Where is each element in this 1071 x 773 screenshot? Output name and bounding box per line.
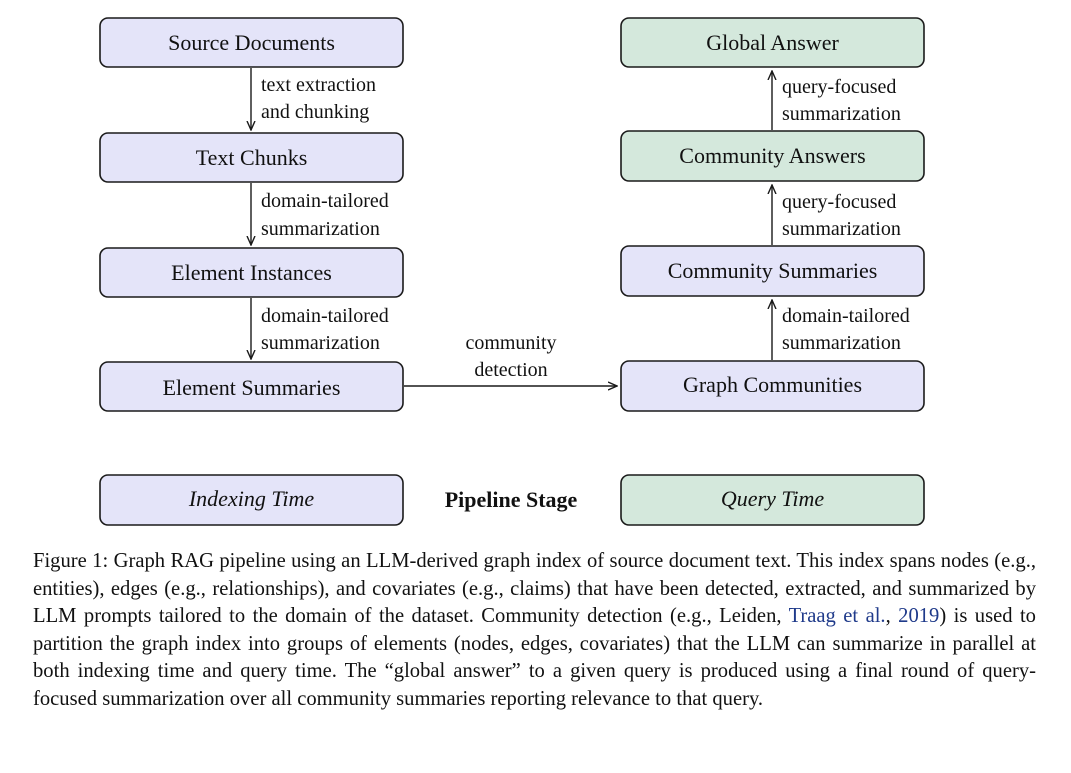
- edge-label-line1: domain-tailored: [261, 190, 389, 212]
- node-label: Graph Communities: [683, 372, 862, 397]
- node-label: Global Answer: [706, 30, 839, 55]
- node-community-answers: Community Answers: [620, 130, 925, 182]
- edge-label-line2: summarization: [261, 218, 380, 240]
- node-label: Source Documents: [168, 30, 335, 55]
- figure-caption: Figure 1: Graph RAG pipeline using an LL…: [33, 548, 1036, 714]
- citation-year-link[interactable]: 2019: [898, 605, 940, 628]
- edge-label-line2: and chunking: [261, 101, 369, 123]
- edge-text-extraction: text extraction and chunking: [251, 68, 376, 130]
- node-label: Element Summaries: [163, 375, 341, 400]
- edge-label-line1: query-focused: [782, 191, 896, 213]
- legend-query-time: Query Time: [620, 474, 925, 526]
- node-source-documents: Source Documents: [99, 17, 404, 68]
- node-element-summaries: Element Summaries: [99, 361, 404, 412]
- node-graph-communities: Graph Communities: [620, 360, 925, 412]
- caption-text-after: ) is used to partition the graph index i…: [33, 605, 1036, 710]
- edge-label-line1: query-focused: [782, 76, 896, 98]
- legend: Indexing Time Pipeline Stage Query Time: [99, 474, 925, 526]
- edge-query-summarization-1: query-focused summarization: [772, 71, 901, 130]
- edge-community-detection: community detection: [404, 332, 617, 386]
- legend-title: Pipeline Stage: [445, 487, 578, 512]
- caption-text-before: Figure 1: Graph RAG pipeline using an LL…: [33, 550, 1036, 628]
- node-label: Text Chunks: [196, 145, 308, 170]
- node-element-instances: Element Instances: [99, 247, 404, 298]
- node-community-summaries: Community Summaries: [620, 245, 925, 297]
- legend-indexing-time: Indexing Time: [99, 474, 404, 526]
- node-global-answer: Global Answer: [620, 17, 925, 68]
- edge-domain-summarization-1: domain-tailored summarization: [251, 183, 389, 245]
- citation-separator: ,: [885, 605, 899, 628]
- citation-author-link[interactable]: Traag et al.: [788, 605, 886, 628]
- node-label: Element Instances: [171, 260, 332, 285]
- pipeline-diagram: Source Documents Text Chunks Element Ins…: [99, 17, 925, 526]
- edge-label-line1: text extraction: [261, 74, 376, 96]
- legend-label: Indexing Time: [188, 486, 314, 511]
- node-text-chunks: Text Chunks: [99, 132, 404, 183]
- edge-label-line2: summarization: [782, 218, 901, 240]
- edge-domain-summarization-2: domain-tailored summarization: [251, 298, 389, 359]
- edge-domain-summarization-3: domain-tailored summarization: [772, 300, 910, 360]
- edge-label-line2: detection: [474, 359, 547, 381]
- edge-label-line1: domain-tailored: [782, 305, 910, 327]
- node-label: Community Summaries: [668, 258, 878, 283]
- legend-label: Query Time: [721, 486, 825, 511]
- node-label: Community Answers: [679, 143, 865, 168]
- edge-label-line2: summarization: [261, 332, 380, 354]
- edge-label-line1: community: [465, 332, 556, 354]
- edge-label-line1: domain-tailored: [261, 305, 389, 327]
- edge-query-summarization-2: query-focused summarization: [772, 185, 901, 245]
- edge-label-line2: summarization: [782, 103, 901, 125]
- edge-label-line2: summarization: [782, 332, 901, 354]
